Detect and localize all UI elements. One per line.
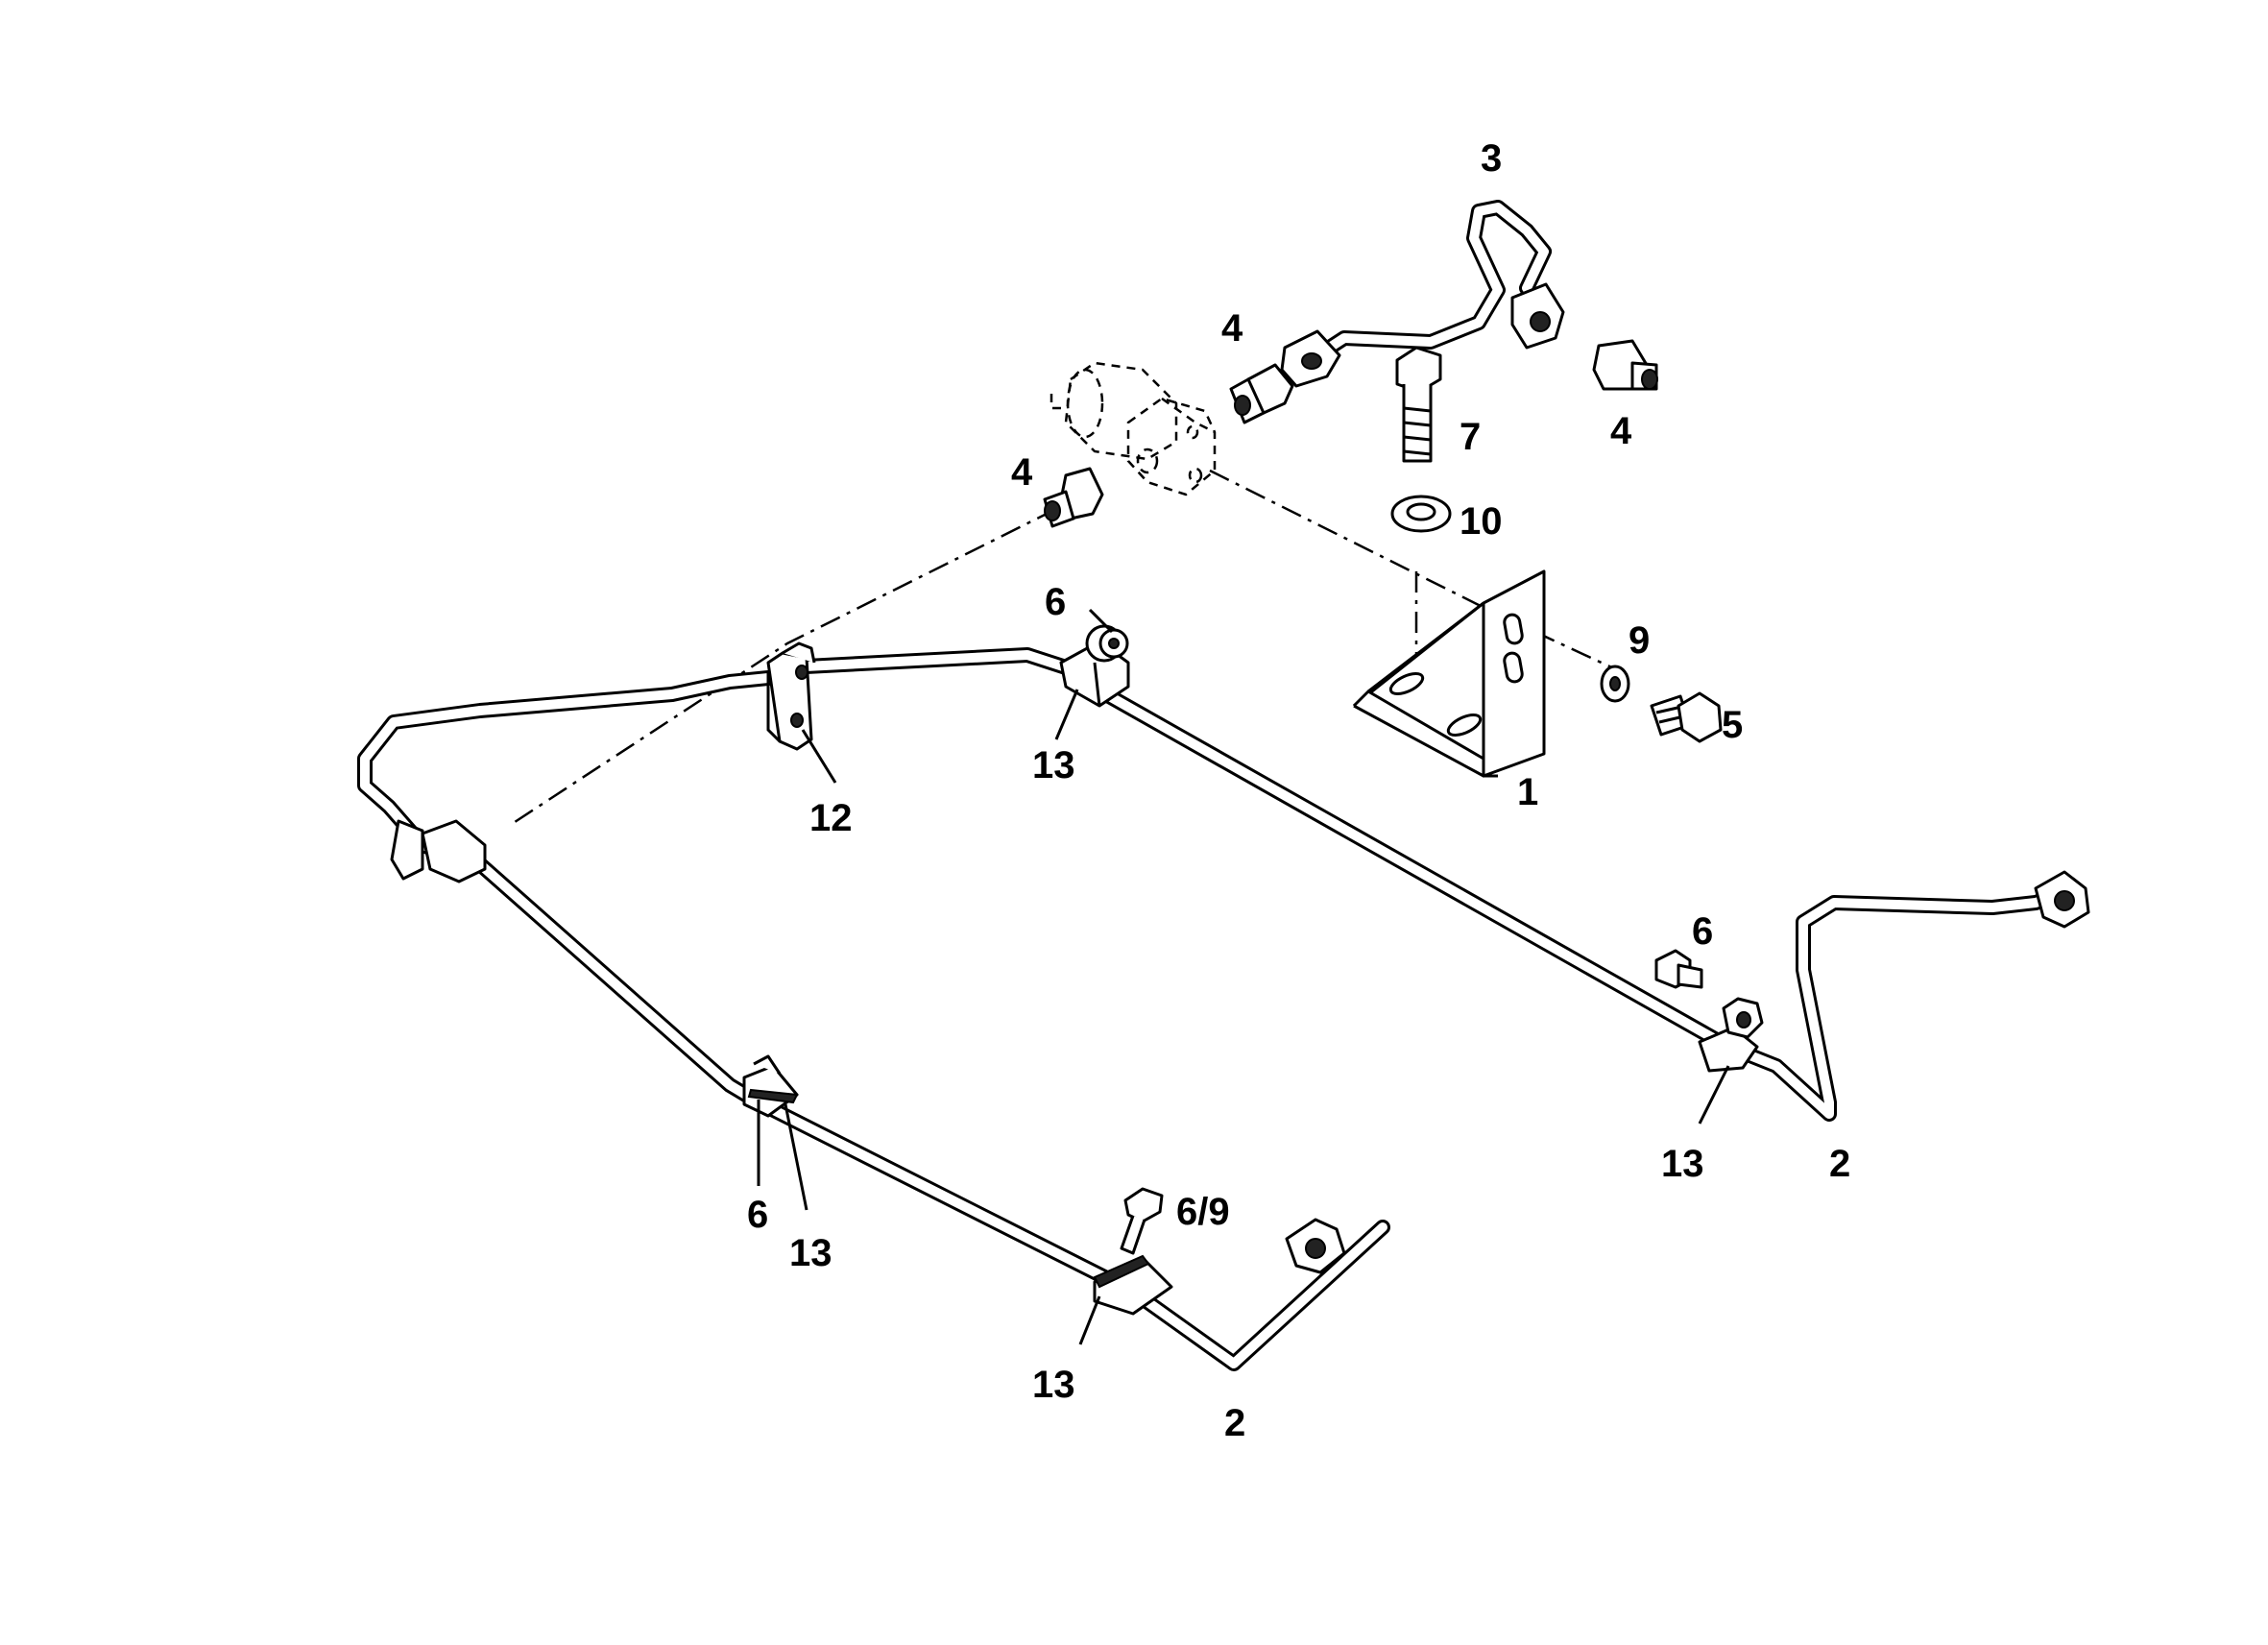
callout-labels: 3 4 4 4 7 10 6 9 5 13 1 12 6 13 2 6 13 6… [747, 137, 1850, 1444]
washer-9 [1600, 665, 1630, 703]
callout-part-1: 1 [1517, 771, 1538, 813]
callout-part-13-right: 13 [1661, 1143, 1704, 1185]
callout-part-4-top: 4 [1221, 307, 1243, 350]
callout-part-7: 7 [1460, 416, 1481, 458]
nut-right-pipe-end [2034, 870, 2090, 929]
clip-13-right [1698, 997, 1764, 1073]
union-fitting-right [1592, 339, 1658, 391]
bolt-5 [1650, 691, 1723, 743]
callout-part-10: 10 [1460, 500, 1503, 543]
callout-part-13-top: 13 [1032, 744, 1075, 786]
solenoid-valve [1050, 361, 1217, 496]
callout-part-4-left: 4 [1011, 451, 1033, 494]
callout-part-6-bottom: 6 [747, 1194, 768, 1236]
clip-13-bottom [1093, 1254, 1173, 1316]
callout-part-6-top: 6 [1045, 581, 1066, 623]
union-fitting-left [1043, 467, 1104, 528]
callout-part-6-9: 6/9 [1176, 1191, 1230, 1233]
clip-12 [766, 641, 816, 751]
washer-10 [1390, 495, 1452, 533]
union-fitting-top [1229, 363, 1294, 424]
screw-6-top [1098, 628, 1129, 659]
nut-pipe3-right [1510, 282, 1565, 350]
callout-part-2-right: 2 [1829, 1143, 1850, 1185]
bracket-1 [1352, 569, 1546, 778]
screw-6-right [1654, 949, 1703, 989]
callout-part-4-right: 4 [1610, 410, 1632, 452]
callout-part-6-right: 6 [1692, 910, 1713, 953]
callout-part-2-bottom: 2 [1224, 1402, 1245, 1444]
callout-part-9: 9 [1629, 619, 1650, 662]
callout-part-13-mid: 13 [789, 1232, 832, 1274]
nut-left-pipe-connector [390, 819, 487, 883]
leader-lines [757, 608, 1730, 1345]
pipe-top-3 [1298, 200, 1552, 371]
clip-13-mid [742, 1054, 799, 1118]
clamps-and-screws [742, 624, 1764, 1316]
callout-part-3: 3 [1481, 137, 1502, 180]
callout-part-5: 5 [1722, 704, 1743, 746]
nut-bottom-pipe-end [1285, 1218, 1346, 1274]
callout-part-12: 12 [809, 797, 853, 839]
bolt-7 [1395, 346, 1442, 463]
fittings [390, 282, 2090, 1274]
callout-part-13-bottom: 13 [1032, 1364, 1075, 1406]
nut-pipe3-left [1280, 329, 1341, 388]
pipe-left-bottom [357, 669, 1390, 1371]
screw-6-9 [1120, 1187, 1164, 1255]
